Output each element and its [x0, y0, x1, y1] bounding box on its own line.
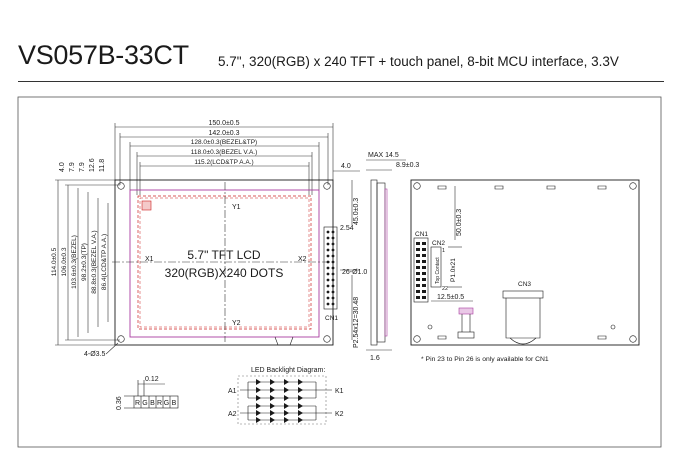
pixel-cell-1: G [142, 400, 147, 407]
model-title: VS057B-33CT [18, 40, 189, 70]
pixel-cell-2: B [150, 400, 155, 407]
lcd-label-resolution: 320(RGB)X240 DOTS [165, 266, 284, 280]
axis-y1: Y1 [232, 204, 241, 211]
active-area-outline [137, 195, 312, 330]
back-pin-1: 1 [442, 248, 445, 254]
bezel-va-outline [139, 197, 310, 328]
backlight-a1: A1 [228, 388, 237, 395]
back-view: CN1 CN2 Top Contact 1 22 P1.0x21 50.0±0.… [410, 179, 640, 363]
dim-left-1: 106.0±0.3 [61, 247, 68, 276]
backlight-title: LED Backlight Diagram: [251, 367, 325, 374]
pixel-cell-4: G [164, 400, 169, 407]
dim-top-1: 142.0±0.3 [208, 130, 239, 137]
back-cn2-label: CN2 [432, 240, 445, 247]
mount-hole-tr [323, 182, 331, 190]
dim-top-3: 118.0±0.3(BEZEL V.A.) [191, 149, 258, 156]
back-pin-22: 22 [442, 286, 448, 292]
dim-45: 45.0±0.3 [353, 198, 360, 225]
back-cn1-label: CN1 [415, 231, 428, 238]
front-view: 150.0±0.5 142.0±0.3 128.0±0.3(BEZEL&TP) … [51, 120, 367, 358]
axis-x2: X2 [298, 256, 307, 263]
side-touch-panel [384, 188, 388, 337]
back-dim-12: 12.5±0.5 [437, 294, 464, 301]
backlight-led-row2 [256, 403, 303, 423]
side-dim-bottom: 1.6 [370, 355, 380, 362]
dim-top-4: 115.2(LCD&TP A.A.) [194, 159, 253, 166]
back-top-contact: Top Contact [435, 257, 441, 284]
fpc-tab [274, 336, 294, 346]
dim-left-small-1: 7.9 [69, 162, 76, 172]
backlight-frame [237, 375, 327, 425]
dim-left-0: 114.0±0.5 [51, 247, 58, 276]
back-dim-p1: P1.0x21 [450, 258, 457, 282]
pixel-dim-height: 0.36 [116, 396, 123, 410]
dim-left-2: 103.6±0.3(BEZEL) [71, 235, 78, 289]
mount-hole-tl [117, 182, 125, 190]
side-lcd [376, 182, 386, 343]
axis-x1: X1 [145, 256, 154, 263]
cn1-pins [326, 230, 335, 306]
dim-left-small-4: 11.8 [99, 159, 106, 172]
hole-note: 4-Ø3.5 [84, 351, 106, 358]
back-note: * Pin 23 to Pin 26 is only available for… [421, 356, 549, 363]
dim-left-small-0: 4.0 [59, 162, 66, 172]
dim-right-top: 4.0 [341, 163, 351, 170]
pixel-cell-0: R [135, 400, 140, 407]
dim-left-3: 98.2±0.3(TP) [81, 243, 88, 281]
backlight-a2: A2 [228, 411, 237, 418]
pixel-cell-3: R [157, 400, 162, 407]
dim-pitch-total: P2.54x12=30.48 [353, 297, 360, 348]
backlight-diagram: LED Backlight Diagram: A1 K1 A2 K2 [228, 367, 344, 425]
pixel-detail: 0.12 R G B R G B 0.36 [116, 376, 179, 410]
back-cn1 [413, 237, 429, 303]
back-cn3-fpc [505, 298, 541, 339]
side-pcb [370, 179, 378, 346]
back-cn2 [430, 246, 442, 288]
pixel-dim-width: 0.12 [145, 376, 159, 383]
axis-y2: Y2 [232, 320, 241, 327]
side-max: MAX 14.5 [368, 152, 399, 159]
header-rule [18, 81, 664, 82]
back-pcb-outline [410, 179, 640, 346]
dim-top-2: 128.0±0.3(BEZEL&TP) [191, 139, 257, 146]
mount-hole-bl [117, 335, 125, 343]
dim-top-0: 150.0±0.5 [208, 120, 239, 127]
side-view: MAX 14.5 8.9±0.3 1.6 [366, 152, 419, 362]
back-tp-connector [458, 307, 474, 315]
mount-hole-br [323, 335, 331, 343]
pixel-origin-marker [141, 200, 152, 211]
backlight-k1: K1 [335, 388, 344, 395]
cn1-connector [323, 226, 338, 310]
back-dim-50: 50.0±0.3 [456, 209, 463, 236]
dim-left-4: 88.8±0.3(BEZEL V.A.) [91, 230, 98, 293]
lcd-label-size: 5.7" TFT LCD [187, 248, 261, 262]
dim-left-small-2: 7.9 [79, 162, 86, 172]
backlight-k2: K2 [335, 411, 344, 418]
side-thickness: 8.9±0.3 [396, 162, 419, 169]
cn1-label-front: CN1 [325, 315, 338, 322]
dim-left-5: 86.4(LCD&TP A.A.) [101, 234, 108, 290]
touch-panel-outline [129, 189, 320, 338]
drawing-frame [17, 96, 662, 448]
backlight-led-row1 [256, 379, 303, 401]
back-cn3-connector [502, 290, 544, 299]
dim-pin: 26-Ø1.0 [342, 269, 367, 276]
model-description: 5.7", 320(RGB) x 240 TFT + touch panel, … [218, 54, 619, 69]
dim-left-small-3: 12.6 [89, 158, 96, 172]
pixel-cell-5: B [172, 400, 177, 407]
back-cn3-label: CN3 [518, 281, 531, 288]
dim-pitch-small: 2.54 [340, 225, 354, 232]
